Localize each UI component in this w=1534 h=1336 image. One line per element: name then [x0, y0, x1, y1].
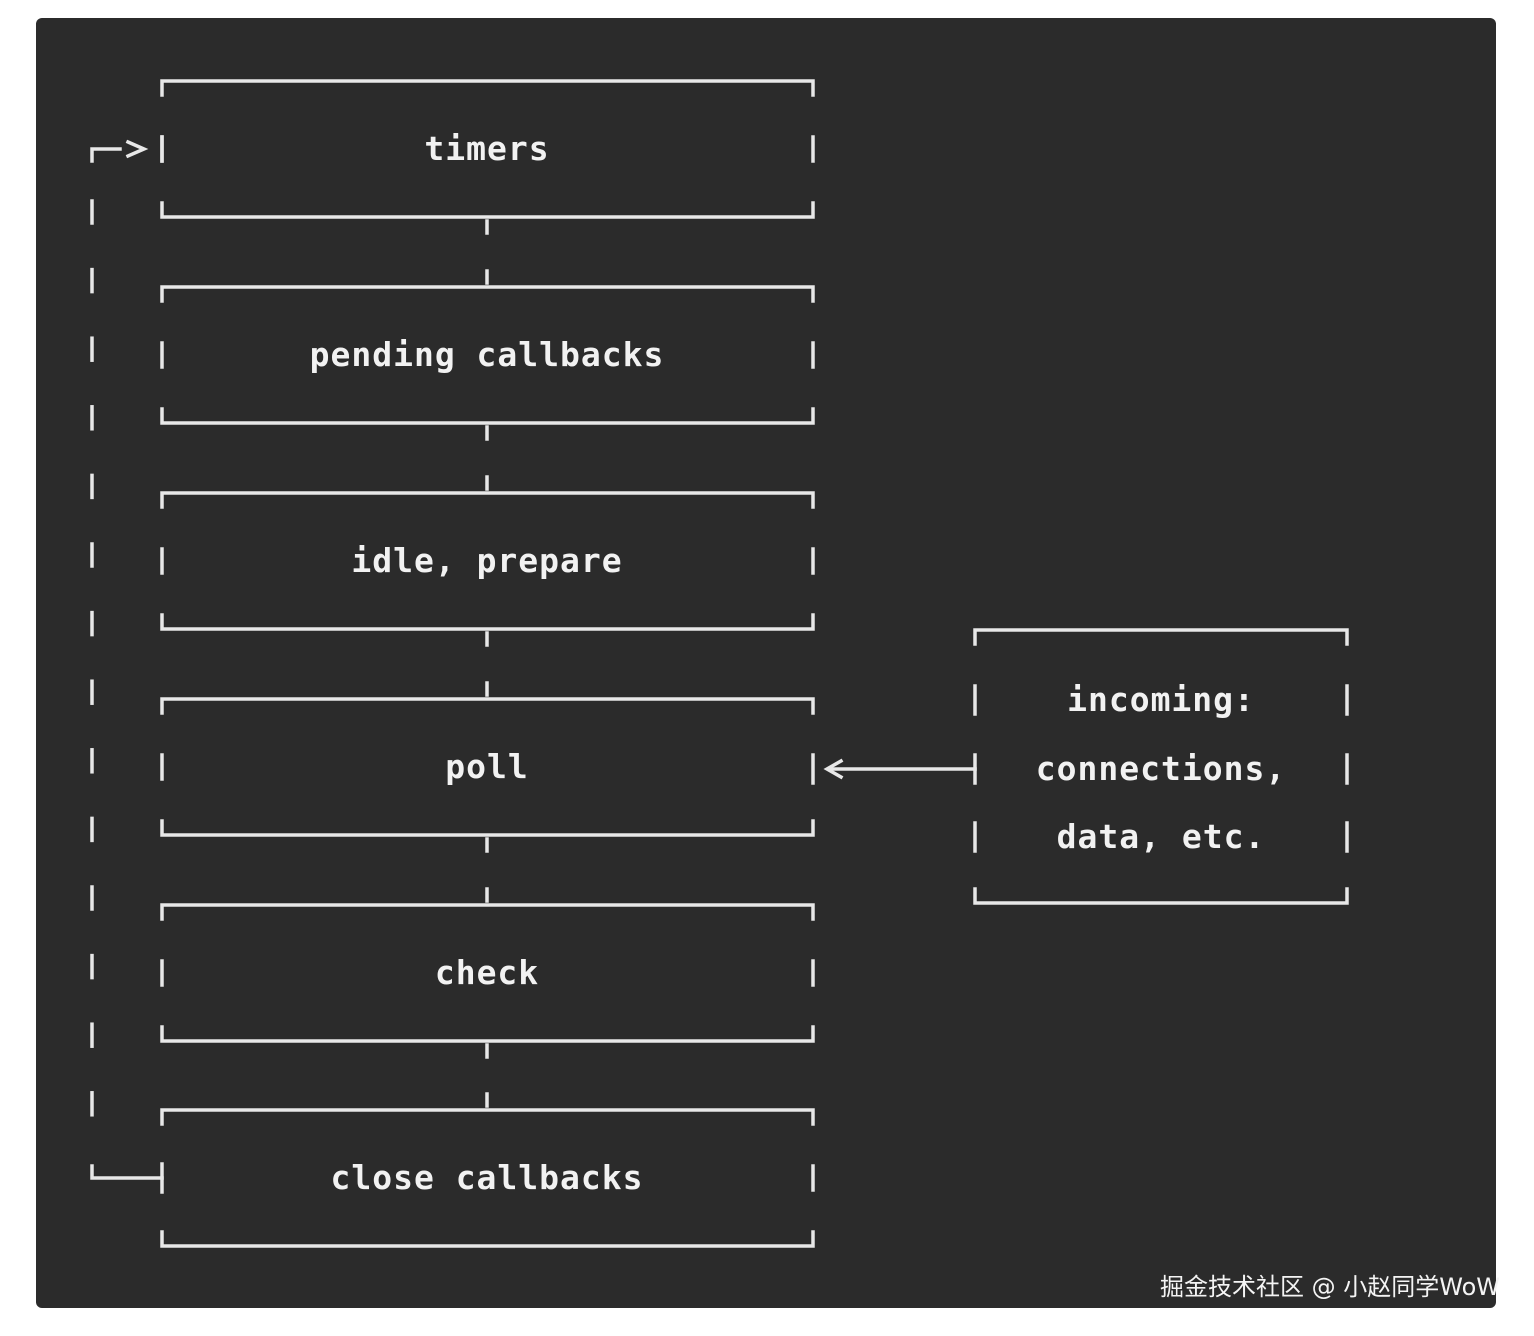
phase-top-edge — [160, 79, 815, 97]
incoming-text-line: incoming: — [1067, 680, 1255, 719]
incoming-bottom-edge — [973, 887, 1349, 905]
diagram-panel — [36, 18, 1496, 1308]
phase-label: idle, prepare — [351, 541, 622, 580]
incoming-text-line: data, etc. — [1057, 817, 1266, 856]
phase-label: close callbacks — [330, 1158, 643, 1197]
phase-bottom-edge — [160, 201, 815, 219]
phase-top-edge — [160, 697, 815, 715]
loop-bottom-hook — [90, 1164, 164, 1180]
phase-check: check — [160, 903, 815, 1043]
phase-idle-prepare: idle, prepare — [160, 491, 815, 631]
loop-top-hook — [90, 147, 122, 163]
loop-back-line — [90, 135, 164, 1194]
phase-top-edge — [160, 285, 815, 303]
phase-close-callbacks: close callbacks — [160, 1108, 815, 1248]
watermark: 掘金技术社区 @ 小赵同学WoW — [1160, 1273, 1500, 1301]
incoming-text-line: connections, — [1036, 749, 1286, 788]
phase-bottom-edge — [160, 1025, 815, 1043]
incoming-arrow — [811, 753, 977, 785]
phase-label: poll — [445, 747, 528, 786]
phase-label: timers — [424, 129, 549, 168]
incoming-top-edge — [973, 628, 1349, 646]
phase-top-edge — [160, 491, 815, 509]
phase-top-edge — [160, 1108, 815, 1126]
phase-label: pending callbacks — [310, 335, 665, 374]
incoming-box: incoming: connections, data, etc. — [973, 628, 1349, 905]
phase-pending-callbacks: pending callbacks — [160, 285, 815, 425]
phase-timers: timers — [160, 79, 815, 219]
phase-boxes: timers pending callbacks idle, prepare poll… — [160, 79, 815, 1248]
loop-arrowhead — [125, 139, 149, 159]
phase-label: check — [435, 953, 539, 992]
phase-bottom-edge — [160, 819, 815, 837]
phase-bottom-edge — [160, 407, 815, 425]
phase-poll: poll — [160, 697, 815, 837]
phase-top-edge — [160, 903, 815, 921]
incoming-arrowhead — [823, 758, 844, 780]
phase-bottom-edge — [160, 613, 815, 631]
phase-bottom-edge — [160, 1230, 815, 1248]
